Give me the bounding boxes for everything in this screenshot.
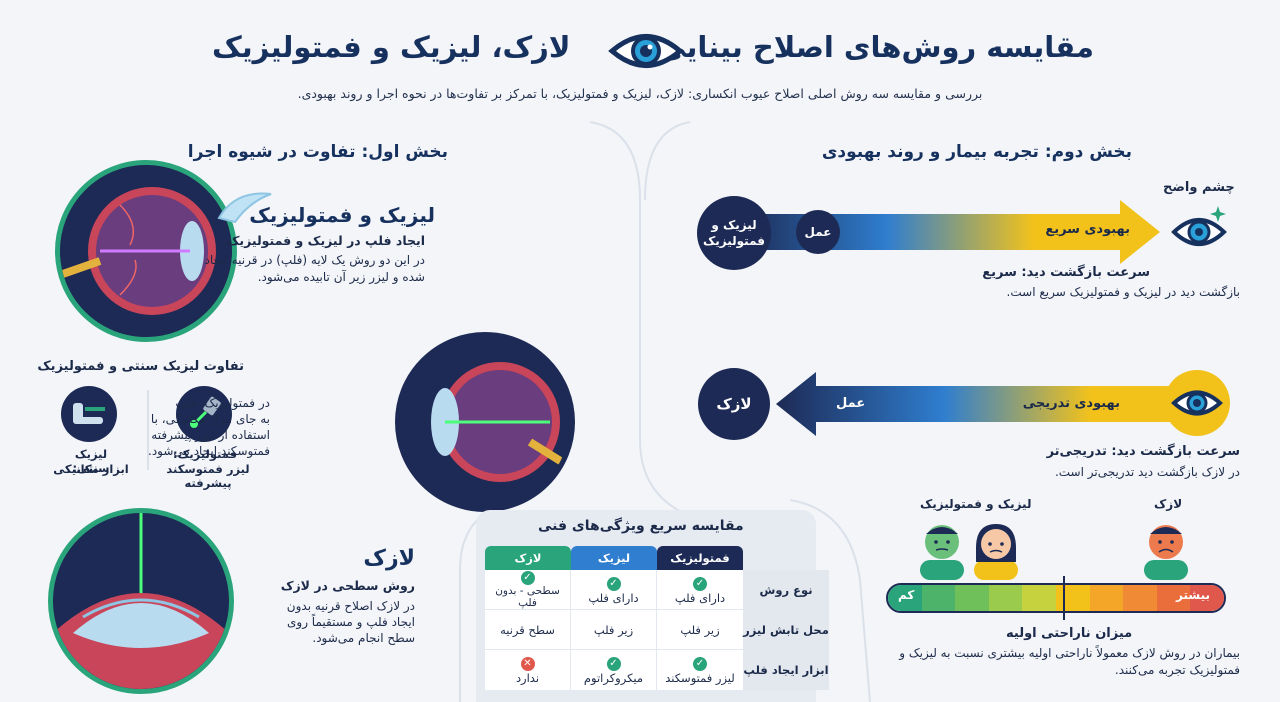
slow-recovery-arrow — [776, 372, 1196, 436]
table-cell: زیر فلپ — [657, 610, 743, 650]
difference-title: تفاوت لیزیک سنتی و فمتولیزیک — [37, 359, 244, 374]
tech-table-title: مقایسه سریع ویژگی‌های فنی — [538, 518, 744, 534]
corneal-flap-icon — [215, 188, 275, 232]
clear-eye-label: چشم واضح — [1163, 180, 1235, 195]
femto-lasik-tool: لیزر فمتوسکند پیشرفته — [166, 462, 250, 490]
fast-speed-desc: بازگشت دید در لیزیک و فمتولیزیک سریع است… — [1006, 285, 1240, 299]
lasik-femto-subtitle: ایجاد فلپ در لیزیک و فمتولیزیک — [226, 233, 425, 248]
table-row: نوع روش ✓دارای فلپ ✓دارای فلپ ✓سطحی - بد… — [485, 570, 829, 610]
cross-icon: ✕ — [520, 657, 535, 671]
lasek-subtitle: روش سطحی در لازک — [280, 578, 415, 593]
slow-speed-desc: در لازک بازگشت دید تدریجی‌تر است. — [1054, 465, 1240, 479]
section2-heading: بخش دوم: تجربه بیمار و روند بهبودی — [821, 142, 1132, 162]
check-icon: ✓ — [606, 657, 621, 671]
header-lasik: لیزیک — [571, 546, 657, 570]
lasik-femto-title: لیزیک و فمتولیزیک — [249, 203, 435, 227]
discomfort-desc-2: فمتولیزیک تجربه می‌کنند. — [1114, 663, 1240, 677]
table-cell: ✕ندارد — [485, 650, 571, 690]
table-cell: ✓دارای فلپ — [657, 570, 743, 610]
table-cell: ✓لیزر فمتوسکند — [657, 650, 743, 690]
row-label-laser-site: محل تابش لیزر — [743, 610, 829, 650]
clear-eye-icon — [1168, 200, 1230, 262]
table-cell: زیر فلپ — [571, 610, 657, 650]
slow-tag-lasek: لازک — [698, 368, 770, 440]
check-icon: ✓ — [693, 576, 707, 591]
check-icon: ✓ — [693, 657, 707, 671]
lasik-femto-desc-1: در این دو روش یک لایه (فلپ) در قرنیه ایج… — [204, 253, 425, 267]
calm-patient-icon — [914, 518, 970, 584]
femto-lasik-label: فمتولیزیک: — [172, 447, 237, 461]
slow-op-label: عمل — [836, 396, 866, 411]
femto-desc-4: فمتوسکند ایجاد می‌شود. — [148, 444, 270, 458]
page-subtitle: بررسی و مقایسه سه روش اصلی اصلاح عیوب ان… — [297, 86, 983, 101]
slow-eye-icon — [1164, 370, 1230, 436]
discomfort-title: میزان ناراحتی اولیه — [1006, 626, 1133, 641]
eye-anatomy-illustration — [55, 160, 237, 342]
scale-low-label: کم — [898, 588, 915, 602]
discomfort-label-lasek: لازک — [1154, 497, 1183, 511]
fast-recovery-label: بهبودی سریع — [1045, 222, 1130, 237]
row-label-flap-tool: ابزار ایجاد فلپ — [743, 650, 829, 690]
traditional-lasik-label: لیزیک سنتی: — [72, 447, 110, 475]
mechanical-tool-icon — [61, 386, 117, 442]
discomfort-desc-1: بیماران در روش لازک معمولاً ناراحتی اولی… — [899, 646, 1240, 660]
uncomfortable-patient-icon — [1138, 518, 1194, 584]
femto-desc-2: به جای ابزار مکانیکی، با — [150, 412, 270, 426]
slow-speed-title: سرعت بازگشت دید: تدریجی‌تر — [1046, 444, 1240, 459]
lasik-femto-desc-2: شده و لیزر زیر آن تابیده می‌شود. — [257, 270, 425, 284]
fast-op-badge: عمل — [796, 210, 840, 254]
femto-desc-1: در فمتولیزیک، فلپ — [175, 396, 270, 410]
header-eye-icon — [608, 28, 684, 74]
fast-speed-title: سرعت بازگشت دید: سریع — [982, 265, 1150, 280]
femto-desc-3: استفاده از لیزر پیشرفته — [151, 428, 270, 442]
lasek-desc-3: سطح انجام می‌شود. — [312, 631, 415, 645]
table-cell: ✓دارای فلپ — [571, 570, 657, 610]
scale-high-label: بیشتر — [1176, 588, 1210, 602]
fast-tag-lasik-femto: لیزیک و فمتولیزیک — [697, 196, 771, 270]
lasek-desc-2: ایجاد فلپ و مستقیماً روی — [287, 615, 415, 629]
eye-flap-illustration — [395, 332, 575, 512]
femto-laser-icon — [176, 386, 232, 442]
row-label-method: نوع روش — [743, 570, 829, 610]
table-row: محل تابش لیزر زیر فلپ زیر فلپ سطح قرنیه — [485, 610, 829, 650]
lasek-desc-1: در لازک اصلاح قرنیه بدون — [286, 599, 415, 613]
traditional-lasik-tool: ابزار مکانیکی — [53, 462, 129, 476]
tech-table: فمتولیزیک لیزیک لازک نوع روش ✓دارای فلپ … — [485, 546, 829, 690]
table-row: ابزار ایجاد فلپ ✓لیزر فمتوسکند ✓میکروکرا… — [485, 650, 829, 690]
lasek-title: لازک — [363, 546, 415, 571]
table-cell: ✓سطحی - بدون فلپ — [485, 570, 571, 610]
check-icon: ✓ — [520, 570, 535, 585]
table-cell: سطح قرنیه — [485, 610, 571, 650]
mild-patient-icon — [968, 518, 1024, 584]
header-lasek: لازک — [485, 546, 571, 570]
eye-surface-illustration — [48, 508, 234, 694]
fast-recovery-arrow — [740, 200, 1160, 264]
header-femto: فمتولیزیک — [657, 546, 743, 570]
section1-heading: بخش اول: تفاوت در شیوه اجرا — [187, 142, 448, 162]
page-title: مقایسه روش‌های اصلاح بینایی: — [645, 30, 1094, 64]
table-cell: ✓میکروکراتوم — [571, 650, 657, 690]
scale-marker — [1063, 576, 1065, 620]
discomfort-label-lasik: لیزیک و فمتولیزیک — [920, 497, 1032, 511]
check-icon: ✓ — [606, 576, 621, 591]
page-title-procedures: لازک، لیزیک و فمتولیزیک — [212, 30, 571, 64]
slow-recovery-label: بهبودی تدریجی — [1022, 396, 1120, 411]
discomfort-scale-bar — [886, 583, 1226, 613]
